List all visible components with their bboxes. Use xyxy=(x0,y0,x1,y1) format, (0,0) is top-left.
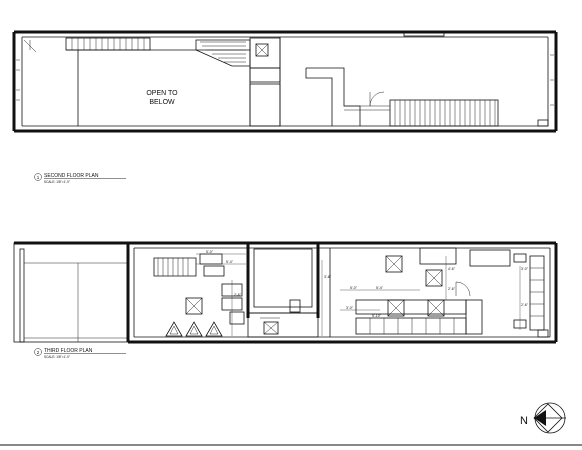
third-floor-title: THIRD FLOOR PLAN xyxy=(44,348,93,354)
third-floor-deck xyxy=(13,241,130,343)
third-floor-title-number: 2 xyxy=(37,350,40,355)
dimension-label-7: 3'-0" xyxy=(346,306,354,310)
second-floor-stair-left xyxy=(65,37,151,51)
second-floor-title-block: 1 SECOND FLOOR PLAN SCALE: 1/8"=1'-0" xyxy=(34,173,126,184)
second-floor-scale: SCALE: 1/8"=1'-0" xyxy=(44,180,70,184)
dimension-label-2: 5'-4" xyxy=(226,260,234,264)
north-arrow-label: N xyxy=(520,415,528,427)
second-floor-plan: OPEN TO BELOW xyxy=(12,30,558,184)
second-floor-title-number: 1 xyxy=(37,175,40,180)
second-floor-stair-core xyxy=(195,37,281,127)
third-floor-stair-core xyxy=(246,242,320,338)
dimension-label-6: 5'-4" xyxy=(376,286,384,290)
north-arrow-head-icon xyxy=(534,410,546,426)
second-floor-exterior-walls xyxy=(12,30,558,133)
third-floor-exterior-walls xyxy=(128,241,558,344)
open-to-below-label-line1: OPEN TO xyxy=(146,90,178,97)
dimension-label-12: 2'-6" xyxy=(521,303,529,307)
dimension-label-1: 5'-0" xyxy=(206,250,214,254)
third-floor-right-rooms xyxy=(329,247,549,338)
dimension-label-10: 5'-10" xyxy=(372,314,382,318)
dimension-label-5: 5'-0" xyxy=(350,286,358,290)
dimension-label-3: 2'-6" xyxy=(234,293,242,297)
second-floor-title: SECOND FLOOR PLAN xyxy=(44,173,99,179)
north-arrow: N xyxy=(520,402,566,434)
third-floor-left-room xyxy=(153,253,245,337)
third-floor-plan: 5'-0" 5'-4" 2'-6" 3'-6" 5'-0" 5'-4" 3'-0… xyxy=(13,241,558,359)
dimension-label-8: 4'-6" xyxy=(448,267,456,271)
dimension-label-4: 3'-6" xyxy=(324,275,332,279)
second-floor-right-rooms xyxy=(279,31,549,127)
open-to-below-label-line2: BELOW xyxy=(149,99,175,106)
third-floor-title-block: 2 THIRD FLOOR PLAN SCALE: 1/8"=1'-0" xyxy=(34,348,126,359)
dimension-label-11: 3'-0" xyxy=(521,267,529,271)
open-to-below-area: OPEN TO BELOW xyxy=(23,39,251,126)
dimension-label-9: 2'-6" xyxy=(448,287,456,291)
third-floor-dimension-strings: 5'-0" 5'-4" 2'-6" 3'-6" 5'-0" 5'-4" 3'-0… xyxy=(196,250,529,336)
third-floor-scale: SCALE: 1/8"=1'-0" xyxy=(44,355,70,359)
